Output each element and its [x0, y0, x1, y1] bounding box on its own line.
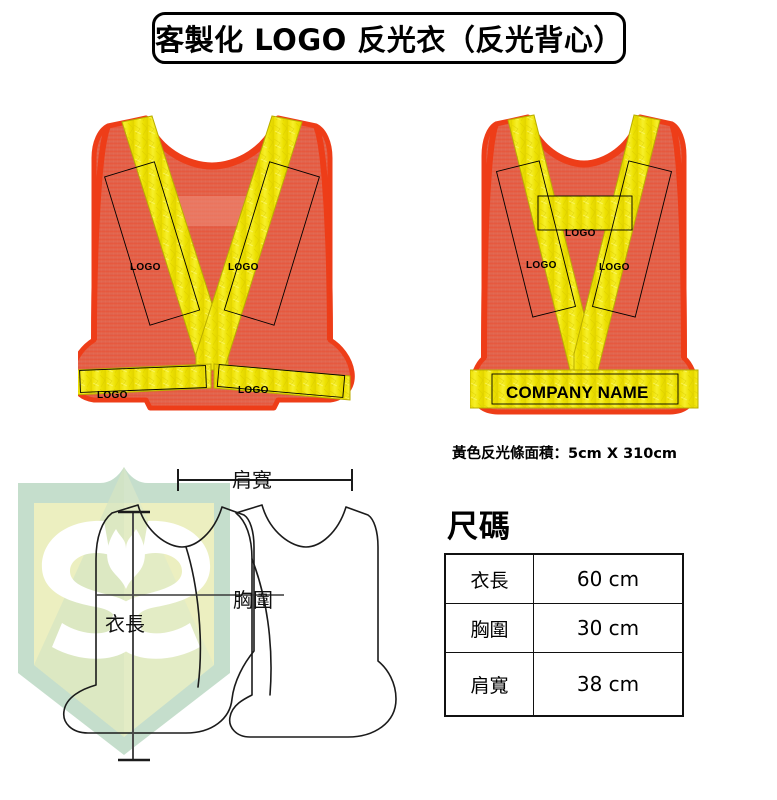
front-logo-label-left-strap: LOGO — [130, 262, 161, 273]
vest-back-image — [470, 114, 699, 415]
shoulder-dimension-line — [177, 469, 353, 491]
front-logo-label-left-band: LOGO — [97, 390, 128, 401]
page-title-box: 客製化 LOGO 反光衣（反光背心） — [152, 12, 626, 64]
table-row: 胸圍 30 cm — [444, 603, 684, 653]
chest-width-label: 胸圍 — [233, 588, 273, 612]
measurement-diagram — [18, 467, 397, 762]
size-row-value: 30 cm — [533, 603, 684, 653]
size-table: 衣長 60 cm 胸圍 30 cm 肩寬 38 cm — [444, 553, 684, 717]
back-logo-label-center: LOGO — [565, 228, 596, 239]
size-row-label: 胸圍 — [444, 603, 534, 653]
size-section-heading: 尺碼 — [447, 509, 511, 545]
back-logo-label-left-strap: LOGO — [526, 260, 557, 271]
size-row-label: 衣長 — [444, 553, 534, 604]
table-row: 肩寬 38 cm — [444, 652, 684, 717]
size-row-label: 肩寬 — [444, 652, 534, 717]
front-logo-label-right-band: LOGO — [238, 385, 269, 396]
watermark-shield — [18, 467, 230, 755]
table-row: 衣長 60 cm — [444, 553, 684, 604]
back-company-name-label: COMPANY NAME — [506, 383, 649, 402]
front-logo-label-right-strap: LOGO — [228, 262, 259, 273]
back-logo-label-right-strap: LOGO — [599, 262, 630, 273]
size-row-value: 60 cm — [533, 553, 684, 604]
page-title: 客製化 LOGO 反光衣（反光背心） — [155, 23, 623, 57]
length-dimension-line — [118, 510, 150, 762]
vest-front-image — [78, 115, 355, 411]
shoulder-width-label: 肩寬 — [232, 468, 272, 492]
reflective-strip-spec: 黃色反光條面積：5cm X 310cm — [452, 446, 678, 462]
size-row-value: 38 cm — [533, 652, 684, 717]
garment-length-label: 衣長 — [105, 612, 145, 636]
